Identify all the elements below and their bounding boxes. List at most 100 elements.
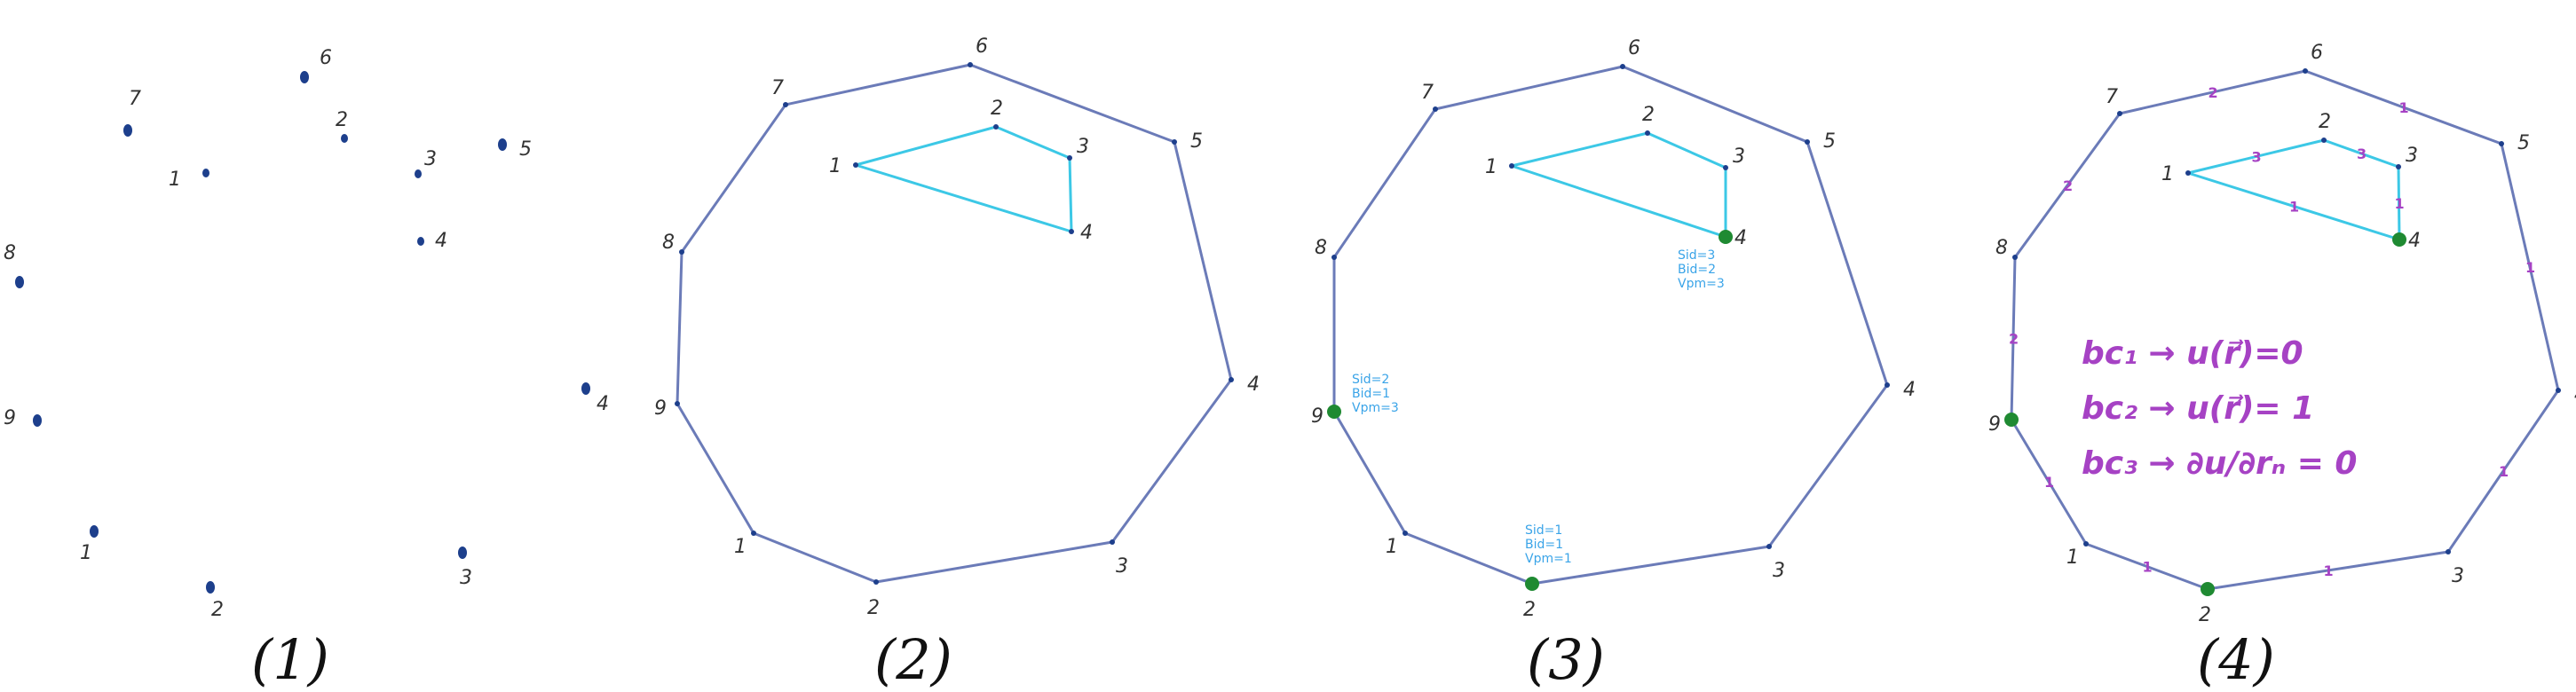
vertex-label-outer-1: 1 (2066, 547, 2079, 569)
vertex-outer-3 (2446, 549, 2451, 554)
vertex-inner-2 (993, 124, 999, 130)
point-outer-6 (300, 71, 309, 83)
vertex-label-inner-4: 4 (1734, 227, 1747, 249)
point-outer-7 (123, 124, 132, 137)
vertex-label-inner-2: 2 (991, 98, 1003, 120)
point-inner-1 (202, 169, 209, 177)
vertex-label-outer-4: 4 (1247, 374, 1260, 396)
vertex-inner-2 (2321, 138, 2327, 143)
point-inner-2 (341, 134, 348, 143)
outer-polygon-panel-3 (1332, 65, 1889, 586)
vertex-inner-1 (1509, 163, 1514, 169)
vertex-label-outer-3: 3 (1116, 555, 1128, 578)
vertex-outer-8 (1331, 255, 1337, 260)
point-outer-1 (90, 525, 99, 538)
selected-vertex-marker (1327, 405, 1341, 419)
edge-bc-label: 1 (2395, 195, 2405, 212)
vertex-outer-6 (968, 62, 973, 67)
vertex-outer-7 (1433, 106, 1438, 112)
panel-caption-3: (3) (1527, 627, 1605, 692)
point-inner-3 (415, 169, 422, 178)
inner-polygon-panel-3 (1510, 131, 1727, 239)
vertex-inner-4 (1069, 229, 1074, 234)
edge-bc-label: 1 (2324, 562, 2334, 579)
vertex-note: Vpm=3 (1678, 277, 1725, 291)
vertex-label-outer-6: 6 (2311, 42, 2323, 64)
panel-caption-2: (2) (874, 627, 952, 692)
vertex-outer-2 (873, 579, 879, 585)
vertex-inner-1 (853, 162, 858, 168)
inner-polygon-panel-2 (854, 125, 1073, 233)
edge-bc-label: 1 (2143, 559, 2153, 576)
vertex-label-outer-8: 8 (1315, 237, 1327, 259)
vertex-label-outer-9: 9 (1311, 405, 1324, 428)
vertex-note: Sid=2 (1352, 373, 1389, 387)
vertex-label-outer-4: 4 (1903, 379, 1916, 401)
boundary-condition-equation: bc₁ → u(r⃗)=0 (2082, 335, 2303, 372)
vertex-outer-9 (675, 401, 680, 406)
vertex-outer-4 (1229, 377, 1234, 382)
inner-polygon-panel-4 (2186, 138, 2401, 241)
panel-caption-1: (1) (251, 627, 329, 692)
vertex-label-inner-3: 3 (2406, 145, 2418, 167)
vertex-label-inner-2: 2 (1642, 104, 1655, 126)
vertex-label-outer-2: 2 (1523, 599, 1536, 621)
point-outer-4 (581, 382, 590, 395)
outer-polygon-panel-4 (2010, 69, 2560, 591)
point-label-inner-1: 1 (169, 169, 181, 191)
vertex-outer-5 (1172, 139, 1177, 145)
point-label-outer-4: 4 (597, 393, 609, 415)
edge-bc-label: 1 (2525, 259, 2535, 276)
vertex-note: Sid=1 (1525, 523, 1562, 538)
vertex-inner-3 (1067, 155, 1072, 161)
vertex-label-outer-1: 1 (1386, 536, 1398, 558)
vertex-label-inner-4: 4 (1080, 222, 1093, 244)
vertex-outer-6 (2303, 68, 2308, 74)
vertex-label-outer-8: 8 (662, 232, 675, 254)
vertex-label-inner-3: 3 (1733, 145, 1745, 168)
edge-bc-label: 2 (2209, 84, 2218, 101)
vertex-outer-7 (783, 102, 788, 107)
vertex-label-outer-6: 6 (976, 35, 988, 58)
vertex-label-outer-7: 7 (2106, 86, 2118, 108)
vertex-outer-1 (751, 531, 756, 536)
vertex-label-outer-3: 3 (1773, 560, 1785, 582)
edge-bc-label: 2 (2009, 331, 2019, 348)
vertex-note: Bid=1 (1525, 538, 1563, 552)
vertex-label-outer-2: 2 (867, 597, 880, 619)
edge-bc-label: 1 (2399, 99, 2409, 116)
point-label-outer-2: 2 (211, 599, 224, 621)
vertex-note: Vpm=1 (1525, 552, 1572, 566)
vertex-outer-7 (2117, 111, 2122, 116)
vertex-label-inner-1: 1 (1485, 156, 1497, 178)
vertex-label-inner-2: 2 (2319, 111, 2331, 133)
edge-bc-label: 2 (2063, 177, 2073, 194)
vertex-inner-2 (1645, 130, 1650, 136)
vertex-outer-1 (1403, 531, 1408, 536)
vertex-label-outer-8: 8 (1995, 237, 2008, 259)
vertex-label-outer-5: 5 (1823, 130, 1836, 153)
point-label-outer-1: 1 (80, 542, 92, 564)
vertex-label-outer-5: 5 (2517, 132, 2530, 154)
selected-vertex-marker (1525, 577, 1539, 591)
point-label-inner-2: 2 (336, 109, 348, 131)
vertex-label-inner-3: 3 (1077, 136, 1089, 158)
vertex-outer-6 (1620, 64, 1625, 69)
vertex-outer-4 (2556, 388, 2561, 393)
edge-bc-label: 1 (2044, 474, 2054, 491)
vertex-inner-3 (1723, 165, 1728, 170)
vertex-label-outer-2: 2 (2199, 604, 2211, 626)
vertex-outer-5 (2499, 141, 2504, 146)
vertex-inner-1 (2185, 170, 2191, 176)
vertex-outer-1 (2083, 541, 2089, 547)
vertex-note: Bid=1 (1352, 387, 1390, 401)
selected-vertex-marker (2004, 413, 2019, 427)
edge-bc-label: 1 (2289, 199, 2299, 216)
point-inner-4 (417, 237, 424, 246)
vertex-label-inner-1: 1 (829, 155, 842, 177)
point-outer-9 (33, 414, 42, 427)
vertex-outer-5 (1805, 139, 1810, 145)
vertex-label-outer-5: 5 (1190, 130, 1203, 153)
vertex-label-inner-4: 4 (2408, 230, 2421, 252)
